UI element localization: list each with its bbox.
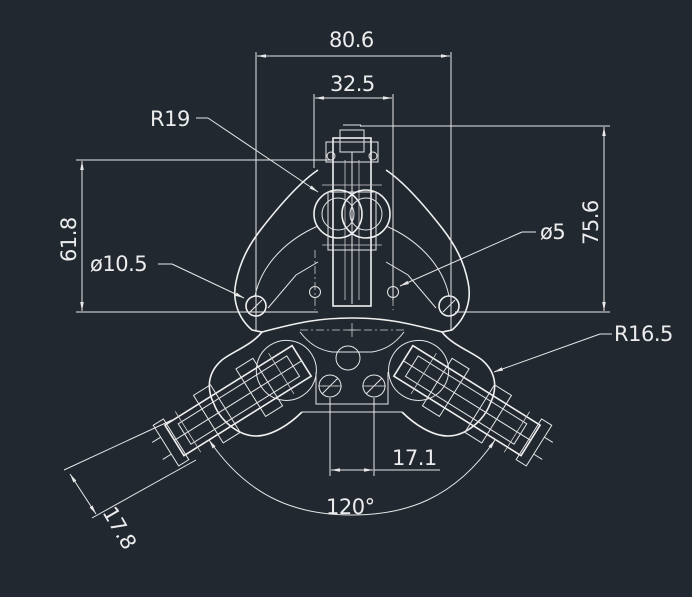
dim-d10-5-label: ø10.5 [90,252,147,276]
dim-17-1: 17.1 [329,398,440,476]
dim-75-6-label: 75.6 [579,200,603,245]
dim-17-1-label: 17.1 [392,446,437,470]
dim-r19: R19 [150,107,319,193]
dim-d5-label: ø5 [540,220,565,244]
dim-d10-5: ø10.5 [90,252,245,299]
part-outline [151,124,554,467]
dim-120-deg: 120° [208,439,496,519]
dim-75-6: 75.6 [360,125,610,313]
dim-d5: ø5 [399,220,566,287]
dim-61-8: 61.8 [57,159,332,313]
dim-120-deg-label: 120° [326,495,375,519]
dim-r16-5-label: R16.5 [614,322,673,346]
dim-17-8-label: 17.8 [98,503,141,554]
dim-61-8-label: 61.8 [57,217,81,262]
dim-r16-5: R16.5 [493,322,673,373]
dim-80-6: 80.6 [255,28,452,330]
dim-r19-label: R19 [150,107,190,131]
dim-80-6-label: 80.6 [329,28,374,52]
dim-32-5: 32.5 [313,72,394,300]
dim-32-5-label: 32.5 [330,72,375,96]
